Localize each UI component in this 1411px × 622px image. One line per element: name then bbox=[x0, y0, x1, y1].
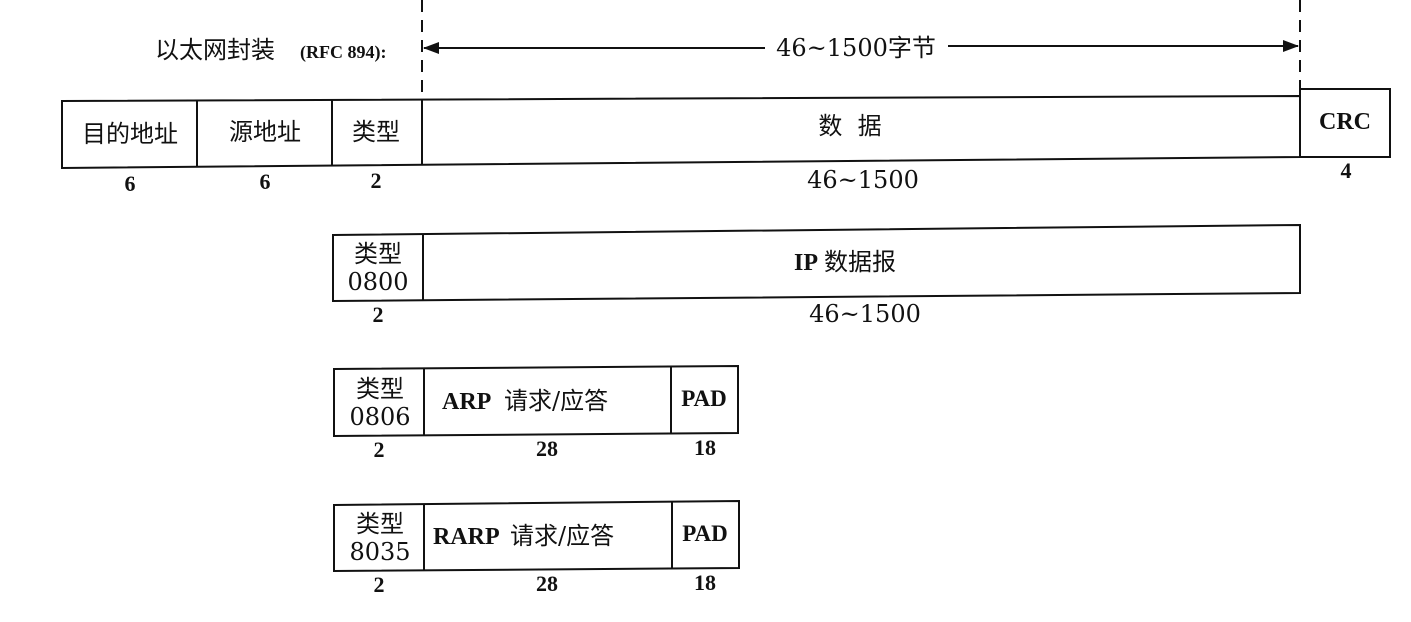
ip-type-label: 类型 bbox=[354, 240, 402, 268]
field-src-address: 源地址 bbox=[229, 118, 301, 146]
crc-box bbox=[1299, 88, 1391, 158]
rarp-payload-label: 请求/应答 bbox=[510, 522, 614, 550]
arp-pad-size: 18 bbox=[694, 435, 716, 460]
size-src: 6 bbox=[260, 169, 271, 194]
rarp-type-size: 2 bbox=[374, 572, 385, 597]
rarp-payload-prefix: RARP bbox=[433, 524, 500, 550]
arp-payload-prefix: ARP bbox=[442, 389, 491, 415]
arp-type-size: 2 bbox=[374, 437, 385, 462]
arp-pad: PAD bbox=[681, 386, 727, 411]
arp-payload-label: 请求/应答 bbox=[504, 387, 608, 415]
rarp-pad: PAD bbox=[682, 521, 728, 546]
span-label: 46~1500字节 bbox=[776, 34, 936, 62]
ip-payload-size: 46~1500 bbox=[809, 300, 921, 328]
arp-outline bbox=[333, 364, 739, 438]
rarp-row: 类型 8035 RARP 请求/应答 PAD 2 28 18 bbox=[333, 499, 740, 597]
arp-type-label: 类型 bbox=[356, 375, 404, 403]
arp-payload-size: 28 bbox=[536, 436, 558, 461]
field-data: 数 据 bbox=[818, 112, 881, 140]
field-crc: CRC bbox=[1319, 109, 1371, 135]
ip-datagram-row: 类型 0800 IP 数据报 2 46~1500 bbox=[332, 223, 1301, 328]
caption-ethernet: 以太网封装 bbox=[155, 36, 275, 64]
ip-outline bbox=[332, 223, 1301, 303]
ethernet-frame: 目的地址 源地址 类型 数 据 CRC 6 6 2 46~1500 4 bbox=[61, 88, 1391, 196]
arp-type-code: 0806 bbox=[349, 403, 410, 431]
rarp-type-label: 类型 bbox=[356, 510, 404, 538]
size-type: 2 bbox=[371, 168, 382, 193]
rarp-outline bbox=[333, 499, 740, 573]
ip-payload-prefix: IP bbox=[794, 250, 818, 276]
ip-type-code: 0800 bbox=[347, 268, 408, 296]
rarp-type-code: 8035 bbox=[349, 538, 410, 566]
caption-rfc: (RFC 894): bbox=[300, 42, 386, 63]
rarp-pad-size: 18 bbox=[694, 570, 716, 595]
arp-row: 类型 0806 ARP 请求/应答 PAD 2 28 18 bbox=[333, 364, 739, 462]
size-crc: 4 bbox=[1341, 158, 1352, 183]
size-dst: 6 bbox=[125, 171, 136, 196]
field-type: 类型 bbox=[352, 118, 400, 146]
field-dst-address: 目的地址 bbox=[82, 120, 178, 148]
size-data: 46~1500 bbox=[807, 166, 919, 194]
rarp-payload-size: 28 bbox=[536, 571, 558, 596]
ip-type-size: 2 bbox=[373, 302, 384, 327]
ip-payload-label: 数据报 bbox=[824, 248, 896, 276]
